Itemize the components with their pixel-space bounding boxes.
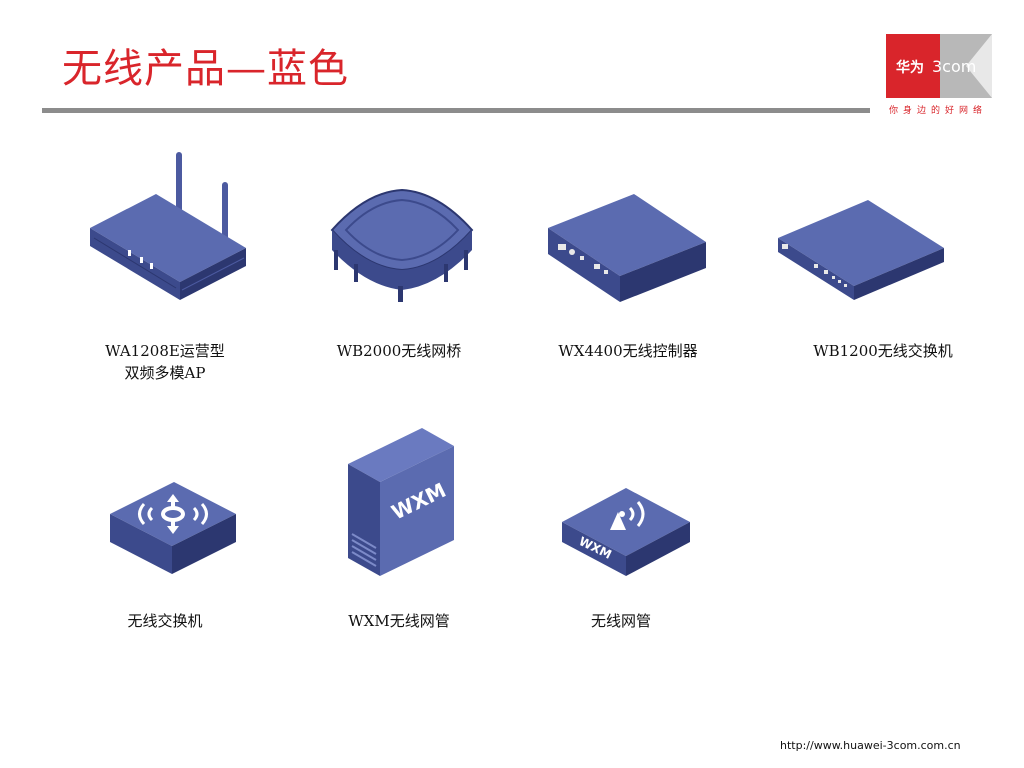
wireless-switch-icon xyxy=(110,482,236,574)
product-label-wa1208e: WA1208E运营型 双频多模AP xyxy=(105,342,225,382)
product-label-wx4400: WX4400无线控制器 xyxy=(558,342,698,360)
footer-url: http://www.huawei-3com.com.cn xyxy=(780,739,961,752)
product-label-wb2000: WB2000无线网桥 xyxy=(336,342,462,360)
product-label-wireless-manager: 无线网管 xyxy=(590,612,652,630)
server-tower-icon: WXM xyxy=(348,428,454,576)
huawei-3com-logo: 华为 3com xyxy=(886,34,992,98)
product-label-wb1200: WB1200无线交换机 xyxy=(813,342,953,360)
title-divider xyxy=(42,108,870,113)
bridge-icon xyxy=(330,188,474,302)
logo-brand-cn: 华为 xyxy=(896,59,924,76)
logo-tagline: 你身边的好网络 xyxy=(889,106,988,116)
product-label-wxm: WXM无线网管 xyxy=(348,612,450,630)
router-antenna-icon xyxy=(90,152,246,300)
switch-rack-icon xyxy=(778,200,944,300)
page-title: 无线产品—蓝色 xyxy=(62,46,349,92)
logo-brand-en: 3com xyxy=(932,57,976,76)
controller-icon xyxy=(548,194,706,302)
product-label-wireless-switch: 无线交换机 xyxy=(127,612,203,630)
wireless-manager-icon: WXM xyxy=(562,488,690,576)
